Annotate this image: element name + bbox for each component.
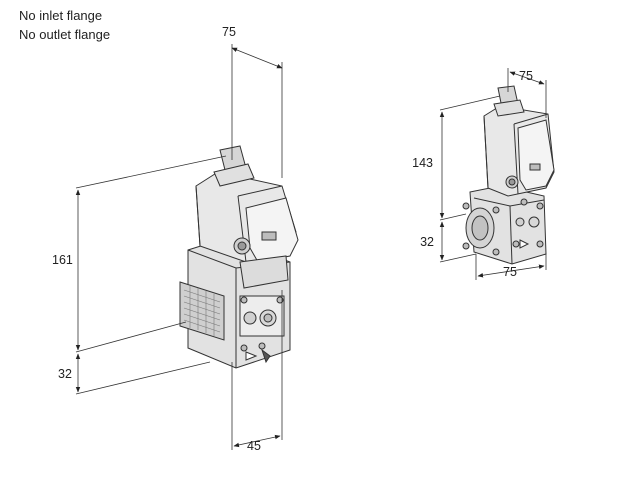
right-dim-flange-height: 32 bbox=[420, 235, 434, 249]
right-dimension-labels: 75 143 32 75 bbox=[412, 69, 533, 279]
right-dim-top-width: 75 bbox=[519, 69, 533, 83]
right-dimensions bbox=[439, 68, 547, 280]
left-dim-bottom-width: 45 bbox=[247, 439, 261, 453]
notes-block: No inlet flange No outlet flange bbox=[19, 6, 110, 44]
left-valve-drawing bbox=[179, 145, 299, 369]
right-dim-height: 143 bbox=[412, 156, 433, 170]
left-dim-height: 161 bbox=[52, 253, 73, 267]
note-inlet-flange: No inlet flange bbox=[19, 8, 103, 23]
left-inlet-face bbox=[179, 281, 225, 341]
left-dim-top-width: 75 bbox=[222, 25, 236, 39]
left-dimension-labels: 75 161 32 45 bbox=[52, 25, 261, 453]
right-dim-bottom-width: 75 bbox=[503, 265, 517, 279]
note-outlet-flange: No outlet flange bbox=[19, 27, 111, 42]
left-dimensions bbox=[75, 44, 283, 450]
right-valve-drawing bbox=[462, 85, 555, 265]
left-dim-flange-height: 32 bbox=[58, 367, 72, 381]
